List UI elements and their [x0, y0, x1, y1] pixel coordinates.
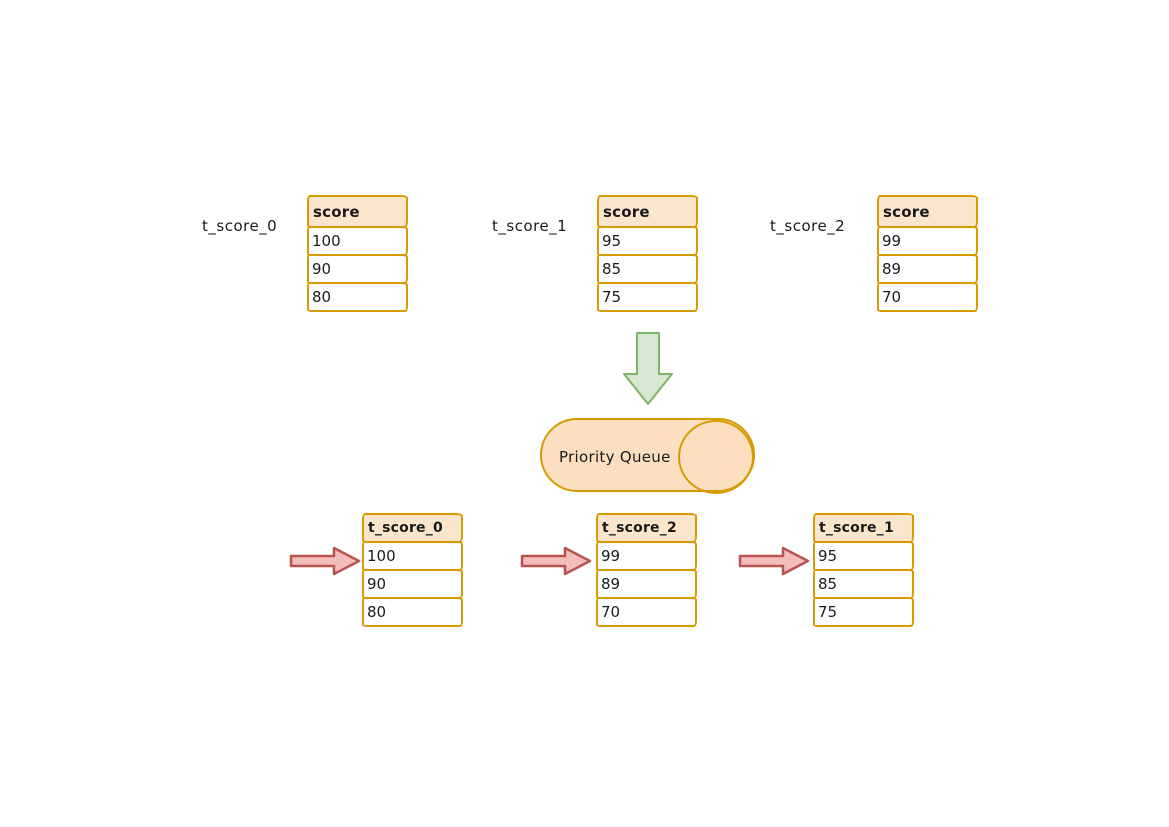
table-cell: 90 — [307, 254, 408, 284]
source-table-t_score_2: score 99 89 70 — [877, 195, 978, 312]
table-cell: 85 — [813, 569, 914, 599]
table-header-cell: t_score_2 — [596, 513, 697, 543]
table-cell: 100 — [362, 541, 463, 571]
source-table-t_score_1: score 95 85 75 — [597, 195, 698, 312]
table-cell: 75 — [597, 282, 698, 312]
down-arrow-icon — [623, 332, 673, 405]
table-header-cell: t_score_0 — [362, 513, 463, 543]
source-table-t_score_0: score 100 90 80 — [307, 195, 408, 312]
source-table-label: t_score_1 — [492, 217, 568, 235]
output-table-t_score_1: t_score_1 95 85 75 — [813, 513, 914, 627]
source-table-label: t_score_2 — [770, 217, 846, 235]
table-cell: 99 — [596, 541, 697, 571]
output-table-t_score_2: t_score_2 99 89 70 — [596, 513, 697, 627]
table-cell: 89 — [596, 569, 697, 599]
table-cell: 80 — [307, 282, 408, 312]
table-cell: 80 — [362, 597, 463, 627]
cylinder-end-cap — [678, 420, 754, 494]
priority-queue-label: Priority Queue — [559, 448, 671, 466]
table-cell: 90 — [362, 569, 463, 599]
table-header-cell: score — [877, 195, 978, 228]
table-cell: 70 — [596, 597, 697, 627]
table-cell: 89 — [877, 254, 978, 284]
right-arrow-icon — [289, 546, 361, 576]
output-table-t_score_0: t_score_0 100 90 80 — [362, 513, 463, 627]
table-cell: 70 — [877, 282, 978, 312]
table-cell: 100 — [307, 226, 408, 256]
right-arrow-icon — [738, 546, 810, 576]
table-header-cell: t_score_1 — [813, 513, 914, 543]
table-header-cell: score — [597, 195, 698, 228]
right-arrow-icon — [520, 546, 592, 576]
table-cell: 95 — [597, 226, 698, 256]
priority-queue-cylinder: Priority Queue — [540, 418, 755, 494]
table-cell: 95 — [813, 541, 914, 571]
table-cell: 85 — [597, 254, 698, 284]
source-table-label: t_score_0 — [202, 217, 278, 235]
table-cell: 99 — [877, 226, 978, 256]
table-cell: 75 — [813, 597, 914, 627]
table-header-cell: score — [307, 195, 408, 228]
